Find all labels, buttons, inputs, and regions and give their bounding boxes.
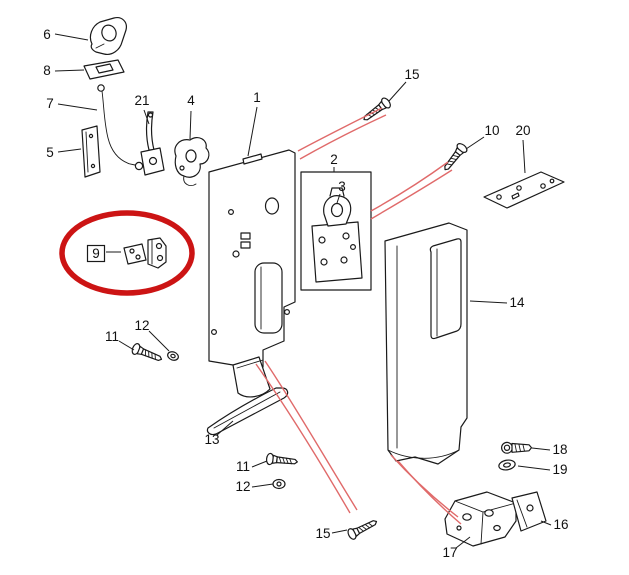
callout-2[interactable]: 2 xyxy=(330,152,338,167)
part-8-plate xyxy=(83,59,125,80)
callout-14[interactable]: 14 xyxy=(509,295,525,310)
leader-16 xyxy=(540,520,552,526)
part-16-bracket xyxy=(511,491,547,532)
part-6-hook xyxy=(89,17,127,55)
callout-12-left[interactable]: 12 xyxy=(134,318,149,333)
callout-20[interactable]: 20 xyxy=(515,123,530,138)
leader-4 xyxy=(189,110,192,140)
callout-8[interactable]: 8 xyxy=(43,63,51,78)
red-assembly-leaders xyxy=(255,107,462,525)
part-10-screw xyxy=(440,141,470,174)
part-11-screw-lower xyxy=(265,452,299,469)
leader-12-left xyxy=(148,330,170,352)
callout-11-lower[interactable]: 11 xyxy=(236,459,250,474)
part-11-screw-left xyxy=(130,341,165,366)
part-12-washer-left xyxy=(167,351,179,361)
callout-7[interactable]: 7 xyxy=(46,96,54,111)
leader-1 xyxy=(247,106,258,157)
leader-18 xyxy=(531,447,551,451)
callout-17[interactable]: 17 xyxy=(442,545,457,560)
part-21-bracket xyxy=(140,111,165,176)
part-1-pillar-panel xyxy=(208,149,296,398)
part-17-mount-bracket xyxy=(444,491,517,547)
leader-8 xyxy=(54,69,85,72)
part-18-bolt xyxy=(501,441,533,454)
callout-13[interactable]: 13 xyxy=(204,432,219,447)
callout-6[interactable]: 6 xyxy=(43,27,51,42)
part-13-stiffener-blade xyxy=(206,387,289,436)
callout-5[interactable]: 5 xyxy=(46,145,54,160)
part-7-rod xyxy=(97,84,144,171)
leader-21 xyxy=(143,109,150,125)
callout-1[interactable]: 1 xyxy=(253,90,261,105)
leader-13 xyxy=(216,420,234,436)
part-14-trim-panel xyxy=(384,222,468,465)
callout-9-box xyxy=(86,244,106,263)
leader-20 xyxy=(522,139,526,174)
leader-12-lower xyxy=(251,483,274,488)
leader-14 xyxy=(469,300,508,304)
leader-10 xyxy=(465,136,485,150)
callout-3[interactable]: 3 xyxy=(338,179,346,194)
part-20-plate xyxy=(483,171,565,209)
callout-15-bottom[interactable]: 15 xyxy=(315,526,330,541)
leader-5 xyxy=(57,148,82,153)
selected-part-highlight-oval xyxy=(59,210,195,296)
leader-19 xyxy=(517,465,551,471)
callout-21[interactable]: 21 xyxy=(134,93,149,108)
part-5-strip xyxy=(81,125,101,178)
callout-4[interactable]: 4 xyxy=(187,93,195,108)
leader-17 xyxy=(455,536,471,549)
part-9-hinge-piece xyxy=(123,237,167,269)
callout-leader-lines xyxy=(54,33,552,549)
callout-18[interactable]: 18 xyxy=(552,442,567,457)
part-15-screw-bottom xyxy=(345,515,380,542)
part-19-washer xyxy=(498,459,516,471)
part-12-washer-lower xyxy=(272,478,286,490)
part-4-latch-bracket xyxy=(174,136,210,187)
leader-7 xyxy=(57,103,98,111)
callout-15-top[interactable]: 15 xyxy=(404,67,419,82)
part-3-striker xyxy=(323,187,352,227)
callout-11-left[interactable]: 11 xyxy=(105,329,119,344)
callout-16[interactable]: 16 xyxy=(553,517,568,532)
leader-3 xyxy=(336,193,341,204)
leader-11-left xyxy=(118,340,135,351)
leader-6 xyxy=(54,33,89,41)
leader-15-top xyxy=(388,81,407,102)
callout-9-selected[interactable]: 9 xyxy=(92,246,100,261)
callout-12-lower[interactable]: 12 xyxy=(235,479,250,494)
leader-15-bottom xyxy=(331,529,348,534)
callout-10[interactable]: 10 xyxy=(484,123,499,138)
callout-19[interactable]: 19 xyxy=(552,462,567,477)
leader-11-lower xyxy=(251,460,268,468)
